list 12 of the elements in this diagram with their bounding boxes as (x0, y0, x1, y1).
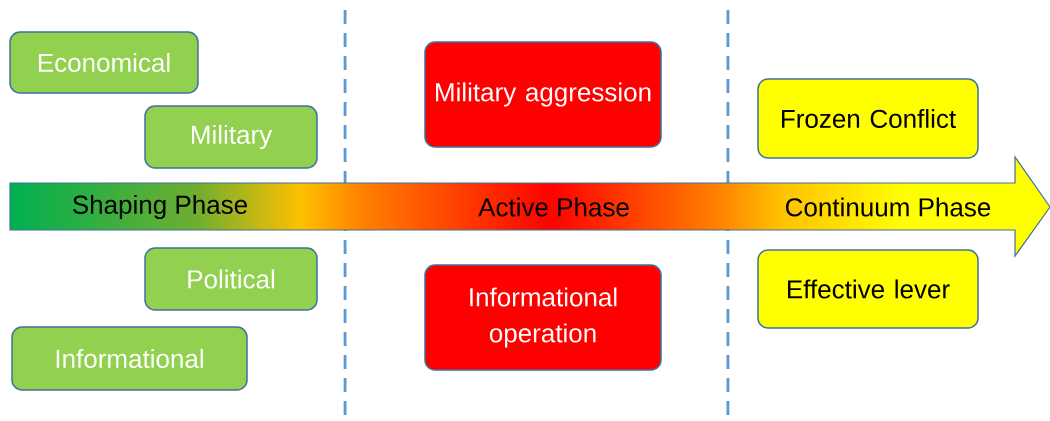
domain-box: Informational (11, 326, 248, 391)
outcome-box: Effective lever (757, 249, 979, 329)
domain-box: Political (144, 247, 318, 311)
phase-arrow (9, 155, 1050, 258)
outcome-box: Frozen Conflict (757, 78, 979, 159)
domain-box: Economical (9, 31, 199, 94)
phase-label: Active Phase (478, 197, 629, 217)
phase-label: Shaping Phase (73, 194, 247, 220)
phase-label: Continuum Phase (786, 197, 991, 217)
action-box: Informational operation (424, 264, 662, 371)
action-box: Military aggression (424, 41, 662, 148)
domain-box: Military (144, 105, 318, 169)
